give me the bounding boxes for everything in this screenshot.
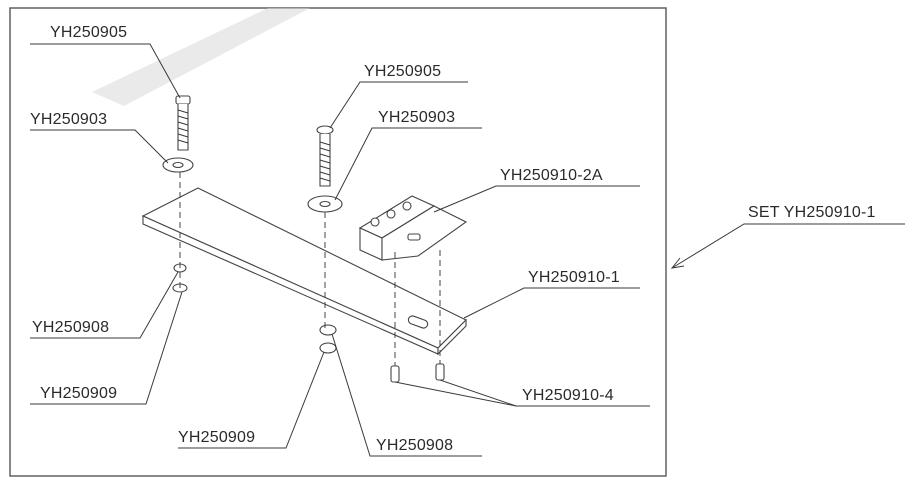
plate-part [141,187,467,356]
label-nut-center: YH250908 [376,437,453,454]
label-lockwasher-center: YH250909 [178,429,255,446]
label-lockwasher-left: YH250909 [40,385,117,402]
label-set: SET YH250910-1 [748,204,876,221]
bracket-part [358,195,468,261]
diagram-frame [9,7,667,477]
label-screw-center: YH250905 [364,63,441,80]
leader-lines [30,43,905,457]
watermark-stroke [92,8,310,106]
label-washer-left: YH250903 [30,111,107,128]
left-screw-part [162,95,194,173]
bracket-screws-part [390,363,445,383]
label-screw-left: YH250905 [50,24,127,41]
label-bracket: YH250910-2A [500,167,603,184]
center-screw-part [307,125,343,213]
label-washer-center: YH250903 [378,109,455,126]
label-plate: YH250910-1 [528,269,620,286]
center-nut-part [319,324,337,354]
label-bracket-screws: YH250910-4 [522,387,614,404]
label-nut-left: YH250908 [32,319,109,336]
assembly-axes [179,172,441,366]
